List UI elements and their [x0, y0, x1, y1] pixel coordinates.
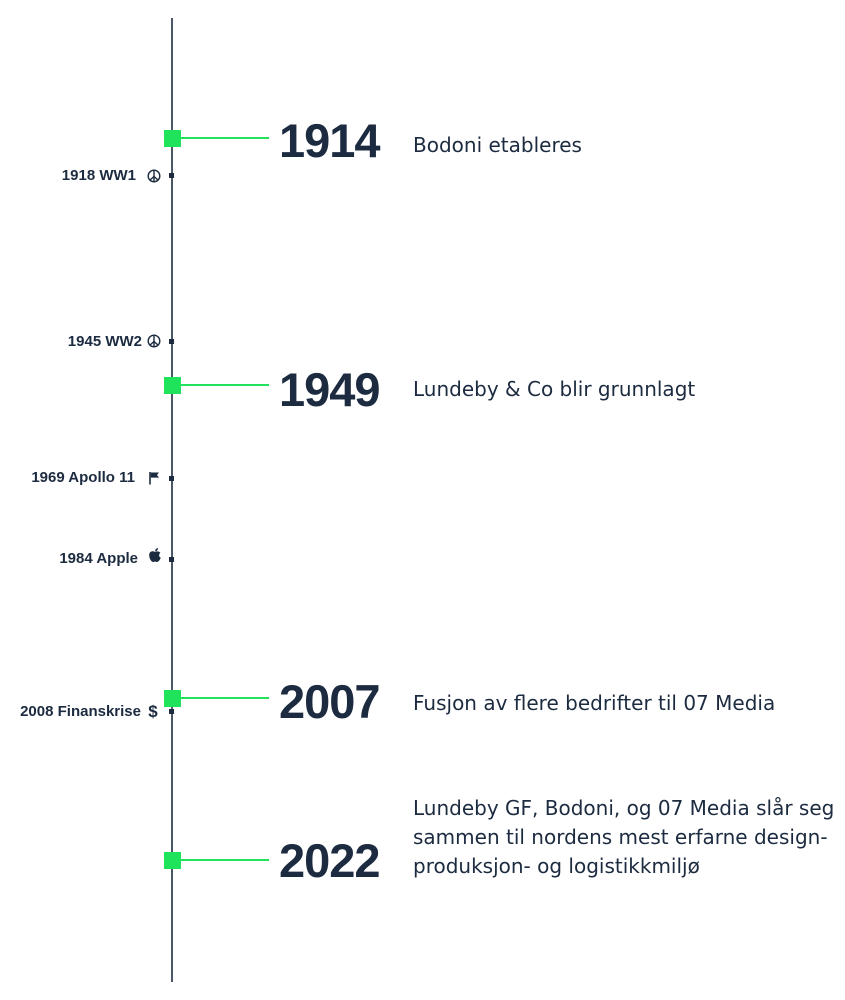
event-label: 1984 Apple: [59, 550, 138, 567]
event-tick: [169, 557, 174, 562]
event-tick: [169, 709, 174, 714]
flag-icon: [146, 469, 162, 487]
event-tick: [169, 339, 174, 344]
milestone-year: 2022: [279, 834, 381, 887]
milestone-connector: [181, 384, 269, 386]
event-tick: [169, 173, 174, 178]
milestone-node: [164, 130, 181, 147]
milestone-node: [164, 690, 181, 707]
event-tick: [169, 476, 174, 481]
event-label: 1945 WW2: [67, 333, 142, 350]
peace-icon: [146, 167, 162, 185]
event-label: 1918 WW1: [61, 167, 136, 184]
milestone-year: 2007: [279, 675, 381, 728]
apple-icon: [147, 546, 163, 564]
milestone-year: 1914: [279, 114, 381, 167]
milestone-description: Fusjon av flere bedrifter til 07 Media: [413, 691, 776, 715]
event-label: 2008 Finanskrise: [20, 703, 141, 720]
milestone-connector: [181, 859, 269, 861]
timeline-axis: [171, 18, 173, 982]
milestone-node: [164, 377, 181, 394]
milestone-description: Lundeby & Co blir grunnlagt: [413, 377, 696, 401]
milestone-connector: [181, 137, 269, 139]
peace-icon: [146, 332, 162, 350]
milestone-year: 1949: [279, 363, 381, 416]
milestone-description: Lundeby GF, Bodoni, og 07 Media slår seg…: [413, 796, 835, 878]
dollar-icon: $: [148, 702, 158, 721]
event-label: 1969 Apollo 11: [31, 469, 135, 486]
milestone-description: Bodoni etableres: [413, 133, 582, 157]
milestone-connector: [181, 697, 269, 699]
milestone-node: [164, 852, 181, 869]
